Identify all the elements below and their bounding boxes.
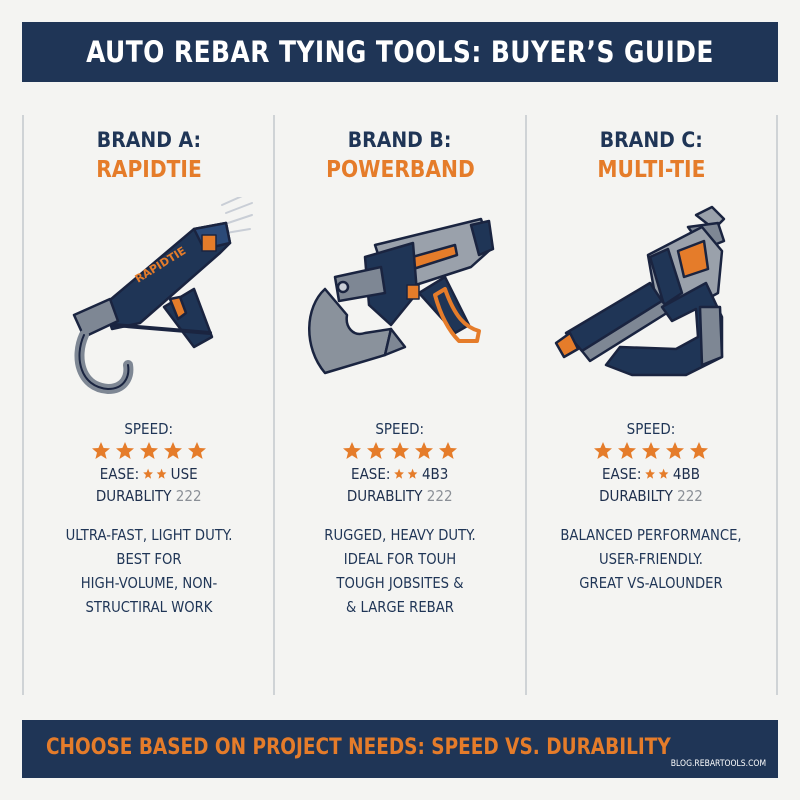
description-line: STRUCTIRAL WORK xyxy=(85,598,213,616)
ease-label: EASE: xyxy=(99,465,140,483)
description-line: HIGH-VOLUME, NON- xyxy=(80,574,217,592)
rebar-tying-gun-icon: RAPIDTIE xyxy=(72,197,253,394)
description-line: RUGGED, HEAVY DUTY. xyxy=(324,526,476,544)
ease-stars xyxy=(143,468,167,480)
ease-rating: EASE: USE xyxy=(96,463,202,485)
durability-value: 222 xyxy=(427,487,453,505)
page-title: AUTO REBAR TYING TOOLS: BUYER’S GUIDE xyxy=(86,35,714,69)
ratings: SPEED: EASE: 4B3 DURABLITY 222 xyxy=(341,419,458,507)
speed-label: SPEED: xyxy=(124,420,174,438)
description: ULTRA-FAST, LIGHT DUTY. BEST FOR HIGH-VOLU… xyxy=(34,523,264,619)
brand-label: BRAND A: xyxy=(96,128,201,152)
ease-text: 4BB xyxy=(673,465,701,483)
durability-label: DURABLITY xyxy=(347,487,423,505)
star-icon xyxy=(143,468,153,479)
star-icon xyxy=(390,442,409,459)
speed-label: SPEED: xyxy=(626,420,676,438)
durability-value: 222 xyxy=(677,487,704,505)
multi-tie-tool-icon xyxy=(555,205,726,377)
durability-rating: DURABLITY 222 xyxy=(96,485,202,507)
ease-stars xyxy=(645,468,670,480)
durability-label: DURABILTY xyxy=(599,487,674,505)
description-line: & LARGE REBAR xyxy=(346,598,454,616)
star-icon xyxy=(187,442,206,459)
speed-stars xyxy=(90,441,207,461)
product-name: RAPIDTIE xyxy=(95,157,202,183)
star-icon xyxy=(414,442,433,459)
speed-stars xyxy=(341,441,458,461)
star-icon xyxy=(156,468,167,479)
durability-rating: DURABILTY 222 xyxy=(599,485,703,507)
ratings: SPEED: EASE: 4BB DURABILTY 222 xyxy=(593,419,709,507)
star-icon xyxy=(342,442,361,459)
product-name: POWERBAND xyxy=(325,157,475,183)
star-icon xyxy=(594,442,613,459)
description-line: USER-FRIENDLY. xyxy=(599,550,704,568)
star-icon xyxy=(659,468,670,479)
brand-column-c: BRAND C: MULTI-TIE SPEED: EASE: xyxy=(524,115,778,695)
description-line: GREAT VS-ALOUNDER xyxy=(579,574,724,592)
title-banner: AUTO REBAR TYING TOOLS: BUYER’S GUIDE xyxy=(22,22,778,82)
ease-text: USE xyxy=(170,465,198,483)
star-icon xyxy=(139,442,158,459)
description-line: TOUGH JOBSITES & xyxy=(336,574,464,592)
ease-stars xyxy=(394,468,419,480)
durability-rating: DURABLITY 222 xyxy=(347,485,453,507)
ease-rating: EASE: 4B3 xyxy=(347,463,453,485)
product-name: MULTI-TIE xyxy=(597,157,706,183)
star-icon xyxy=(408,468,419,479)
star-icon xyxy=(618,442,637,459)
description: RUGGED, HEAVY DUTY. IDEAL FOR TOUH TOUGH J… xyxy=(285,523,515,619)
brand-label: BRAND C: xyxy=(599,128,703,152)
ease-label: EASE: xyxy=(602,465,642,483)
description-line: IDEAL FOR TOUH xyxy=(343,550,457,568)
star-icon xyxy=(642,442,661,459)
star-icon xyxy=(690,442,709,459)
star-icon xyxy=(666,442,685,459)
brand-column-a: BRAND A: RAPIDTIE RAPIDTIE SPEED: xyxy=(22,115,273,695)
brand-label: BRAND B: xyxy=(348,128,452,152)
description-line: ULTRA-FAST, LIGHT DUTY. xyxy=(65,526,233,544)
description-line: BALANCED PERFORMANCE, xyxy=(560,526,742,544)
star-icon xyxy=(91,442,110,459)
ease-label: EASE: xyxy=(351,465,391,483)
star-icon xyxy=(438,442,457,459)
brand-column-b: BRAND B: POWERBAND SPEED: EASE: xyxy=(273,115,524,695)
star-icon xyxy=(115,442,134,459)
star-icon xyxy=(645,468,656,479)
ease-text: 4B3 xyxy=(422,465,449,483)
footer-banner: CHOOSE BASED ON PROJECT NEEDS: SPEED VS.… xyxy=(22,720,778,778)
description: BALANCED PERFORMANCE, USER-FRIENDLY. GREAT… xyxy=(536,523,766,595)
star-icon xyxy=(394,468,405,479)
speed-stars xyxy=(593,441,709,461)
speed-label: SPEED: xyxy=(375,420,425,438)
star-icon xyxy=(163,442,182,459)
durability-label: DURABLITY xyxy=(95,487,172,505)
durability-value: 222 xyxy=(175,487,202,505)
heavy-duty-tying-tool-icon xyxy=(308,217,495,375)
ease-rating: EASE: 4BB xyxy=(599,463,703,485)
footer-tagline: CHOOSE BASED ON PROJECT NEEDS: SPEED VS.… xyxy=(46,735,671,760)
description-line: BEST FOR xyxy=(116,550,182,568)
brand-columns: BRAND A: RAPIDTIE RAPIDTIE SPEED: xyxy=(22,115,778,695)
star-icon xyxy=(366,442,385,459)
ratings: SPEED: EASE: USE DURABLITY 222 xyxy=(90,419,207,507)
footer-site-link[interactable]: BLOG.REBARTOOLS.COM xyxy=(670,759,766,769)
